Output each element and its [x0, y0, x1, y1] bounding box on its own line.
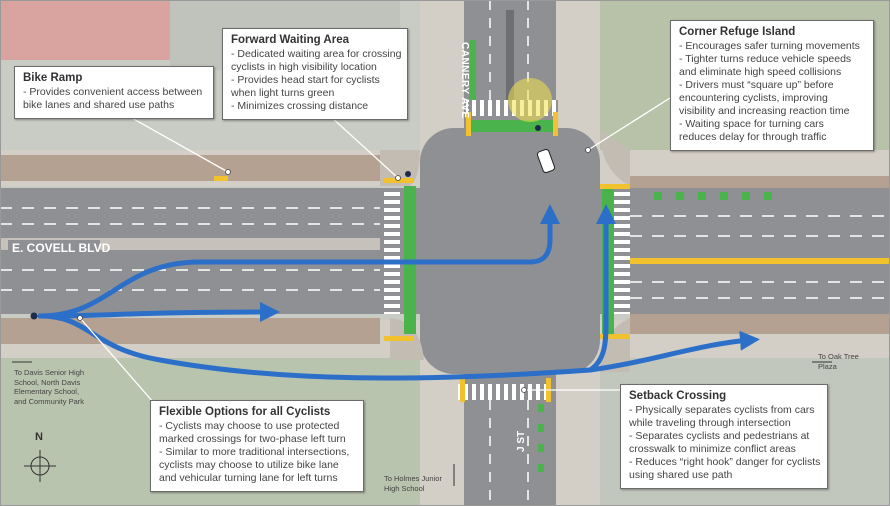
destination-west-line: To Davis Senior High	[14, 368, 85, 377]
cyclist-west-icon	[30, 312, 38, 320]
cannery-median	[506, 10, 514, 108]
callout-title: Forward Waiting Area	[231, 34, 349, 46]
bike-lane-east-dashes	[654, 192, 772, 200]
compass-north-label: N	[35, 431, 43, 443]
callout-title: Setback Crossing	[629, 390, 727, 402]
destination-east: To Oak Tree Plaza	[818, 352, 859, 371]
corner-island-se	[600, 318, 630, 372]
destination-west-line: Elementary School,	[14, 387, 80, 396]
callout-line: using shared use path	[629, 469, 733, 481]
leader-dots	[77, 147, 591, 393]
callout-line: - Waiting space for turning cars	[679, 118, 824, 130]
callout-flexible-options: Flexible Options for all Cyclists - Cycl…	[150, 400, 364, 492]
crosswalk-west	[384, 188, 400, 314]
cyclist-north-icon	[405, 171, 411, 177]
callout-title: Bike Ramp	[23, 72, 83, 84]
callout-forward-waiting-area: Forward Waiting Area - Dedicated waiting…	[222, 28, 408, 120]
callout-line: - Reduces “right hook” danger for cyclis…	[629, 456, 821, 468]
callout-line: bike lanes and shared use paths	[23, 99, 175, 111]
callout-line: - Separates cyclists and pedestrians at	[629, 430, 810, 442]
callout-line: and eliminate high speed collisions	[679, 66, 842, 78]
callout-line: - Drivers must “square up” before	[679, 79, 834, 91]
destination-east-line: To Oak Tree	[818, 352, 859, 361]
callout-line: - Minimizes crossing distance	[231, 100, 369, 112]
street-label-covell: E. COVELL BLVD	[12, 241, 111, 255]
callout-title: Corner Refuge Island	[679, 26, 796, 38]
crosswalk-east	[614, 188, 630, 314]
callout-title: Flexible Options for all Cyclists	[159, 406, 331, 418]
destination-east-line: Plaza	[818, 361, 837, 371]
path-left-two-phase	[37, 204, 560, 319]
bike-lane-north-strip	[470, 40, 476, 100]
callout-line: crosswalk to minimize conflict areas	[629, 443, 796, 455]
destination-west-line: School, North Davis	[14, 377, 81, 387]
callout-setback-crossing: Setback Crossing - Physically separates …	[620, 384, 828, 489]
callout-line: marked crossings for two-phase left turn	[159, 433, 346, 445]
callout-line: encountering cyclists, improving	[679, 92, 828, 104]
planting-strip-north	[0, 155, 380, 181]
callout-line: - Similar to more traditional intersecti…	[159, 446, 350, 458]
cyclist-northb-icon	[535, 125, 541, 131]
bike-paths	[37, 204, 760, 381]
callout-line: - Cyclists may choose to use protected	[159, 420, 340, 432]
callout-line: cyclists may choose to utilize bike lane	[159, 459, 339, 471]
callout-bike-ramp: Bike Ramp - Provides convenient access b…	[14, 66, 214, 119]
intersection-core	[420, 128, 600, 374]
corner-island-ne	[600, 130, 630, 186]
lane-markings-covell	[0, 207, 890, 299]
path-shared-use	[37, 204, 616, 381]
callout-line: - Encourages safer turning movements	[679, 40, 860, 52]
callout-line: - Tighter turns reduce vehicle speeds	[679, 53, 852, 65]
callout-line: reduces delay for through traffic	[679, 131, 827, 143]
callout-corner-refuge-island: Corner Refuge Island - Encourages safer …	[670, 20, 874, 151]
planting-strip-south	[0, 318, 380, 344]
callout-line: - Physically separates cyclists from car…	[629, 404, 815, 416]
callout-line: - Provides head start for cyclists	[231, 74, 380, 86]
corner-island-nw	[380, 150, 420, 186]
callout-line: - Provides convenient access between	[23, 86, 203, 98]
building-nw	[0, 0, 170, 60]
compass-icon	[24, 450, 56, 482]
callout-line: when light turns green	[231, 87, 335, 99]
street-label-j: J ST	[516, 430, 527, 452]
leader-lines	[79, 97, 671, 411]
callout-line: visibility and increasing reaction time	[679, 105, 850, 117]
path-through	[37, 302, 280, 323]
callout-line: cyclists in high visibility location	[231, 61, 377, 73]
bike-crossing-north	[470, 120, 556, 132]
destination-south-line: High School	[384, 483, 425, 493]
median-covell-east	[630, 258, 890, 264]
corner-highlight	[508, 78, 552, 122]
destination-west-line: and Community Park	[14, 396, 85, 406]
crosswalk-south	[458, 384, 550, 400]
callout-line: - Dedicated waiting area for crossing	[231, 48, 402, 60]
street-label-bg-covell	[8, 240, 100, 256]
planting-strip-east-north	[630, 176, 890, 190]
street-label-cannery: CANNERY AVE	[459, 42, 470, 119]
callout-line: while traveling through intersection	[629, 417, 791, 429]
bike-lane-south-dashes	[538, 404, 544, 472]
destination-south-line: To Holmes Junior	[384, 474, 442, 483]
path-east-right	[587, 330, 760, 373]
destination-west: To Davis Senior High School, North Davis…	[14, 368, 84, 406]
callout-line: and vehicular turning lane for left turn…	[159, 472, 338, 484]
car-icon	[536, 148, 556, 174]
destination-south: To Holmes Junior High School	[384, 474, 442, 493]
